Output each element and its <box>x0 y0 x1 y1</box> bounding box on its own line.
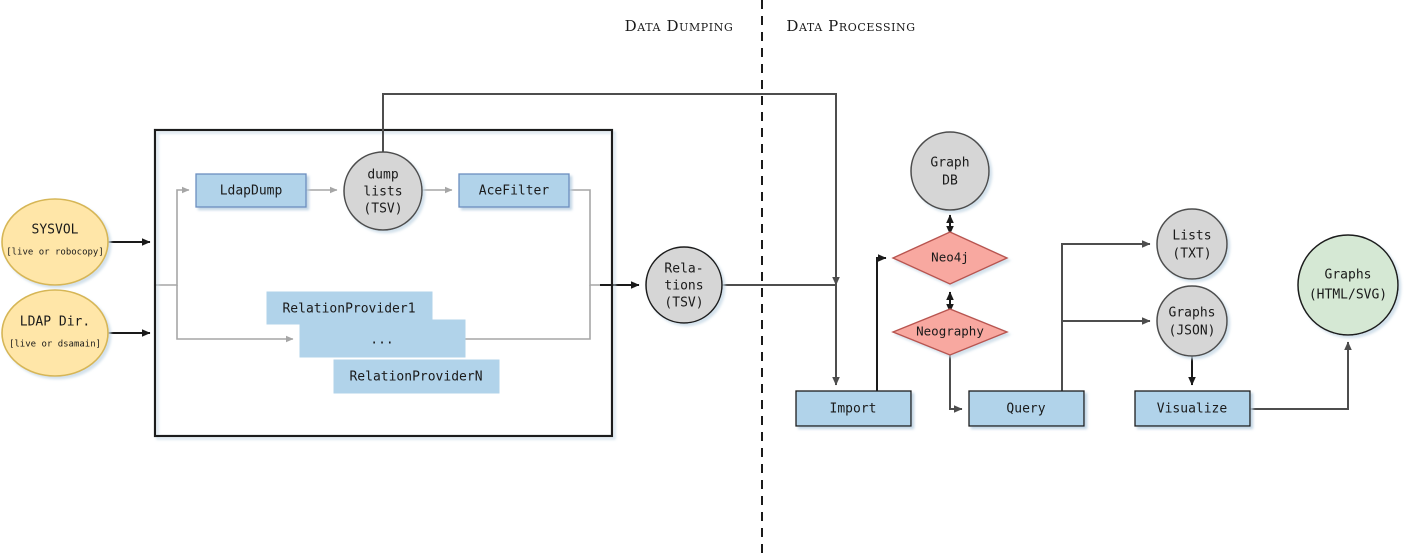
edge-box-to-ldapdump <box>155 186 190 286</box>
node-neography-label: Neography <box>916 324 984 339</box>
edge-relations-to-import <box>722 268 840 286</box>
node-graphs-html-svg[interactable]: Graphs (HTML/SVG) <box>1297 234 1399 336</box>
node-relations[interactable]: Rela- tions (TSV) <box>645 246 723 324</box>
node-query[interactable]: Query <box>968 390 1085 427</box>
node-ldap-dir[interactable]: LDAP Dir. [live or dsamain] <box>1 289 109 377</box>
node-sysvol[interactable]: SYSVOL [live or robocopy] <box>1 198 109 286</box>
node-neography[interactable]: Neography <box>891 308 1009 356</box>
node-ldap-dir-label: LDAP Dir. <box>20 315 90 330</box>
node-relationprovider1[interactable]: RelationProvider1 <box>266 291 433 325</box>
node-relations-line-3: (TSV) <box>664 296 703 311</box>
node-lists-txt-line-2: (TXT) <box>1172 247 1211 262</box>
node-graphs-json-line-1: Graphs <box>1169 306 1216 321</box>
node-relationprovider-ellipsis-label: ... <box>370 333 393 348</box>
node-visualize[interactable]: Visualize <box>1134 390 1251 427</box>
node-graph-db-line-1: Graph <box>930 156 969 171</box>
node-graphs-json-line-2: (JSON) <box>1169 324 1216 339</box>
node-relationprovidern[interactable]: RelationProviderN <box>333 359 500 394</box>
node-lists-txt[interactable]: Lists (TXT) <box>1156 208 1228 280</box>
node-neo4j[interactable]: Neo4j <box>891 231 1009 285</box>
node-acefilter-label: AceFilter <box>479 184 550 199</box>
edge-query-to-lists <box>1061 240 1151 391</box>
node-relations-line-1: Rela- <box>664 262 703 277</box>
node-relationprovider1-label: RelationProvider1 <box>282 302 415 317</box>
edge-import-to-neo4j <box>876 254 887 391</box>
node-import-label: Import <box>830 402 877 417</box>
node-relationprovider-ellipsis[interactable]: ... <box>299 319 466 358</box>
node-sysvol-sublabel: [live or robocopy] <box>6 248 104 258</box>
edge-dumplists-to-import <box>382 93 840 386</box>
edge-visualize-to-graphs-html <box>1250 341 1352 410</box>
node-dump-lists-line-2: lists <box>363 185 402 200</box>
edge-acefilter-to-relations <box>569 189 639 286</box>
node-dump-lists-line-3: (TSV) <box>363 202 402 217</box>
phase-label-data-dumping: Data Dumping <box>625 17 734 35</box>
node-relations-line-2: tions <box>664 279 703 294</box>
edge-providers-to-relations <box>465 285 591 340</box>
node-sysvol-label: SYSVOL <box>32 223 79 238</box>
node-graph-db[interactable]: Graph DB <box>910 131 990 211</box>
node-graphs-html-svg-line-1: Graphs <box>1325 268 1372 283</box>
node-acefilter[interactable]: AceFilter <box>458 173 570 208</box>
node-graphs-html-svg-line-2: (HTML/SVG) <box>1309 288 1387 303</box>
node-neo4j-label: Neo4j <box>931 250 969 265</box>
node-graph-db-line-2: DB <box>942 174 958 189</box>
node-ldapdump-label: LdapDump <box>220 184 283 199</box>
node-visualize-label: Visualize <box>1157 402 1228 417</box>
edge-neography-to-query <box>949 355 963 413</box>
node-graphs-json[interactable]: Graphs (JSON) <box>1156 285 1228 357</box>
node-import[interactable]: Import <box>795 390 912 427</box>
node-dump-lists[interactable]: dump lists (TSV) <box>343 151 423 231</box>
node-lists-txt-line-1: Lists <box>1172 229 1211 244</box>
edge-box-to-providers <box>176 285 294 343</box>
node-dump-lists-line-1: dump <box>367 168 398 183</box>
node-query-label: Query <box>1006 402 1045 417</box>
phase-label-data-processing: Data Processing <box>786 17 915 35</box>
node-ldap-dir-sublabel: [live or dsamain] <box>9 340 101 350</box>
node-relationprovidern-label: RelationProviderN <box>349 370 482 385</box>
node-ldapdump[interactable]: LdapDump <box>195 173 307 208</box>
